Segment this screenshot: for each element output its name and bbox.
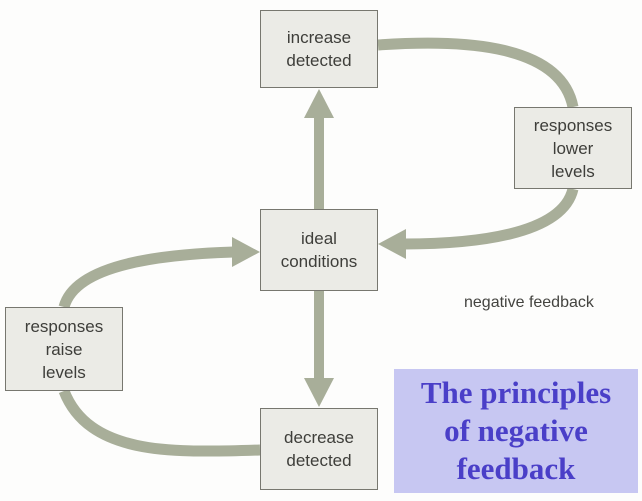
box-decrease-detected: decrease detected — [260, 408, 378, 490]
diagram-caption: negative feedback — [464, 294, 594, 311]
box-text-line: increase — [286, 28, 352, 47]
arrowhead-into-ideal-right — [378, 229, 406, 259]
box-text-line: raise — [45, 339, 83, 359]
box-text-line: detected — [286, 51, 352, 70]
box-responses-raise-levels: responses raise levels — [5, 307, 123, 391]
box-text-line: ideal — [301, 229, 337, 248]
slide-title-box: The principles of negative feedback — [394, 369, 638, 493]
box-ideal-conditions: ideal conditions — [260, 209, 378, 291]
box-text-line: responses — [533, 115, 613, 135]
box-text-line: lower — [552, 138, 594, 158]
arrow-ideal-to-increase — [314, 116, 324, 209]
title-line: The principles — [420, 375, 612, 410]
box-text-line: responses — [24, 316, 104, 336]
arrow-increase-to-lower — [377, 37, 579, 109]
box-text-line: decrease — [284, 428, 354, 447]
arrowhead-into-decrease — [304, 378, 334, 407]
arrowhead-into-increase — [304, 89, 334, 118]
title-line: of negative — [444, 413, 588, 448]
arrow-ideal-to-decrease — [314, 291, 324, 381]
box-increase-detected: increase detected — [260, 10, 378, 88]
arrow-lower-to-ideal — [403, 187, 579, 250]
arrow-raise-to-ideal — [58, 246, 235, 309]
box-text-line: levels — [42, 362, 86, 382]
box-responses-lower-levels: responses lower levels — [514, 107, 632, 189]
box-text-line: detected — [286, 451, 352, 470]
box-text-line: levels — [551, 161, 595, 181]
title-line: feedback — [456, 451, 576, 486]
arrowhead-into-ideal-left — [232, 237, 260, 267]
arrow-decrease-to-raise — [58, 388, 261, 457]
box-text-line: conditions — [280, 252, 358, 271]
